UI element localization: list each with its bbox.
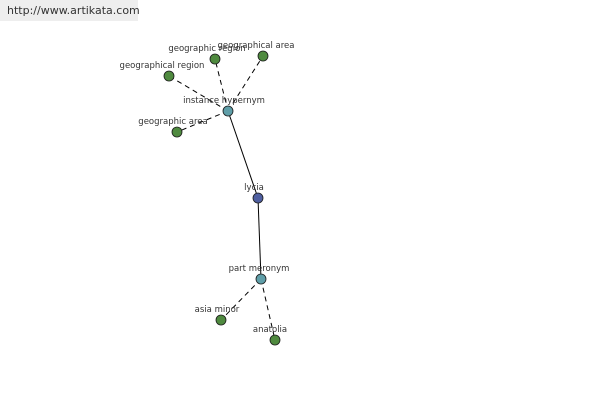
- label-leaf-asia-minor: asia minor: [195, 305, 240, 315]
- label-leaf-geographic-area: geographic area: [138, 117, 207, 127]
- node-leaf-geographic-region[interactable]: [209, 53, 221, 65]
- node-leaf-geographical-area[interactable]: [257, 50, 269, 62]
- node-leaf-geographic-area[interactable]: [171, 126, 183, 138]
- node-center[interactable]: [252, 192, 264, 204]
- label-leaf-geographical-area: geographical area: [218, 41, 295, 51]
- edge-hypernym-to-geographical-region: [168, 75, 229, 112]
- label-leaf-geographic-region: geographic region: [168, 44, 245, 54]
- edge-meronym-to-asia-minor: [220, 278, 262, 321]
- label-relation-hypernym: instance hypernym: [183, 96, 265, 106]
- node-relation-hypernym[interactable]: [222, 105, 234, 117]
- node-leaf-geographical-region[interactable]: [163, 70, 175, 82]
- graph-nodes: [163, 50, 281, 346]
- graph-edges: [168, 55, 276, 341]
- edge-hypernym-to-geographic-area: [176, 110, 229, 133]
- label-leaf-anatolia: anatolia: [253, 325, 287, 335]
- edge-center-to-meronym: [257, 197, 262, 280]
- edge-center-to-hypernym: [227, 110, 259, 199]
- source-url-watermark: http://www.artikata.com: [0, 0, 140, 21]
- label-center: lycia: [244, 183, 264, 193]
- edge-meronym-to-anatolia: [260, 278, 276, 341]
- graph-labels: lycia instance hypernym part meronym geo…: [120, 41, 295, 335]
- node-leaf-anatolia[interactable]: [269, 334, 281, 346]
- node-relation-meronym[interactable]: [255, 273, 267, 285]
- edge-hypernym-to-geographical-area: [227, 55, 264, 112]
- node-leaf-asia-minor[interactable]: [215, 314, 227, 326]
- label-leaf-geographical-region: geographical region: [120, 61, 205, 71]
- label-relation-meronym: part meronym: [229, 264, 290, 274]
